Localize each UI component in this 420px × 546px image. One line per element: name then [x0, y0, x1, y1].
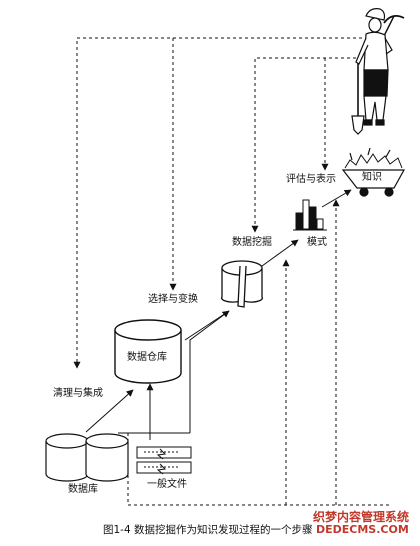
patterns-label: 模式 [307, 237, 327, 248]
feedback-to-mining-arrow [251, 57, 362, 233]
patterns-icon [293, 199, 327, 231]
selected-to-patterns-arrow [261, 239, 299, 267]
watermark-line1: 织梦内容管理系统 [313, 510, 410, 524]
data-warehouse-label: 数据仓库 [127, 352, 167, 363]
database-label: 数据库 [68, 484, 98, 495]
knowledge-cart-icon [341, 147, 406, 197]
feedback-lines [73, 37, 390, 506]
feedback-to-cleaning-arrow [73, 37, 362, 369]
warehouse-to-selected-line [184, 310, 230, 341]
data-warehouse-icon [114, 319, 182, 384]
process-arrows [85, 189, 352, 440]
to-selected-data-arrow [189, 310, 230, 433]
evaluation-presentation-label: 评估与表示 [286, 174, 336, 185]
selection-transformation-label: 选择与变换 [148, 294, 198, 305]
figure-caption: 图1-4 数据挖掘作为知识发现过程的一个步骤 [103, 524, 313, 536]
flat-files-label: 一般文件 [147, 479, 187, 490]
db-to-warehouse-arrow [85, 389, 134, 433]
selected-data-icon [221, 260, 263, 308]
flat-files-icon [136, 446, 192, 475]
miner-figure-icon [351, 8, 405, 135]
database-icon [45, 433, 129, 482]
knowledge-label: 知识 [362, 172, 382, 183]
cleaning-integration-label: 清理与集成 [53, 388, 103, 399]
patterns-to-knowledge-arrow [321, 189, 352, 208]
watermark-line2: DEDECMS.COM [316, 523, 409, 536]
data-mining-label: 数据挖掘 [232, 237, 272, 248]
